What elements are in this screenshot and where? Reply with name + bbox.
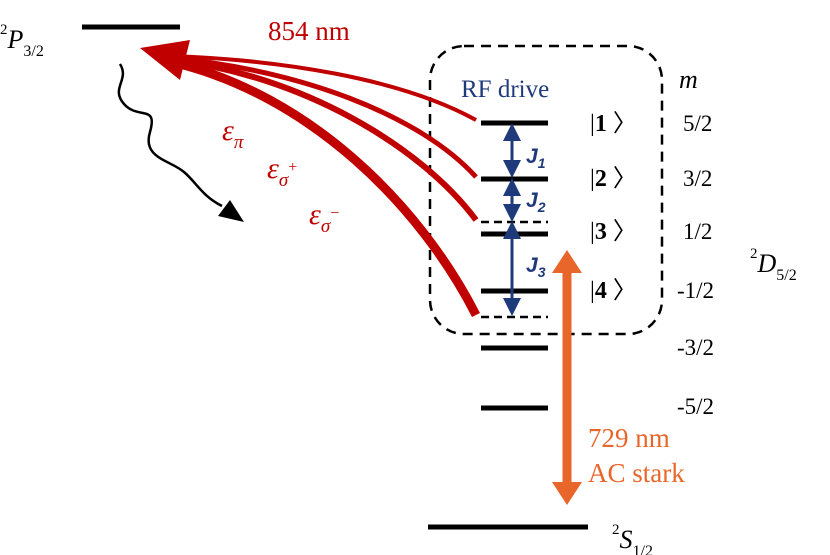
repump-arrow-from-3 (171, 57, 479, 222)
polarization-sigma-plus-label: εσ+ (267, 152, 297, 191)
s12-level-label: 2S1/2 (612, 522, 653, 555)
ac-stark-729-arrow (552, 250, 582, 505)
repump-arrow-from-4 (170, 57, 481, 318)
m-value-5-2: 5/2 (683, 111, 712, 136)
d52-subspace-box (428, 44, 664, 336)
repump-arrow-from-2 (171, 55, 478, 179)
svg-text:|2 〉: |2 〉 (590, 166, 637, 192)
svg-text:|4 〉: |4 〉 (590, 278, 637, 304)
m-value-3-2: 3/2 (683, 166, 712, 191)
spontaneous-decay-arrow (117, 63, 244, 222)
repump-arrowhead (140, 40, 190, 80)
polarization-pi-label: επ (222, 114, 244, 153)
j2-label: J2 (526, 189, 546, 215)
m-value-neg-1-2: -1/2 (677, 278, 714, 303)
m-value-1-2: 1/2 (683, 219, 712, 244)
ket-4: |4 〉 (590, 278, 637, 304)
rf-drive-label: RF drive (461, 76, 549, 103)
m-value-neg-3-2: -3/2 (677, 335, 714, 360)
j3-label: J3 (526, 254, 546, 280)
m-value-neg-5-2: -5/2 (677, 394, 714, 419)
repump-arrow-from-1 (171, 54, 477, 122)
wavelength-729-label: 729 nm (588, 423, 670, 453)
d52-level-label: 2D5/2 (750, 246, 797, 284)
p32-level-label: 2P3/2 (0, 22, 44, 60)
ac-stark-label: AC stark (588, 458, 685, 488)
svg-text:|1 〉: |1 〉 (590, 111, 637, 137)
ket-1: |1 〉 (590, 111, 637, 137)
svg-text:|3 〉: |3 〉 (590, 219, 637, 245)
j1-label: J1 (526, 145, 546, 171)
polarization-sigma-minus-label: εσ− (309, 198, 339, 237)
repump-854-arrows (140, 40, 481, 318)
m-header: m (679, 65, 698, 94)
wavelength-854-label: 854 nm (268, 16, 350, 46)
ket-2: |2 〉 (590, 166, 637, 192)
ket-3: |3 〉 (590, 219, 637, 245)
